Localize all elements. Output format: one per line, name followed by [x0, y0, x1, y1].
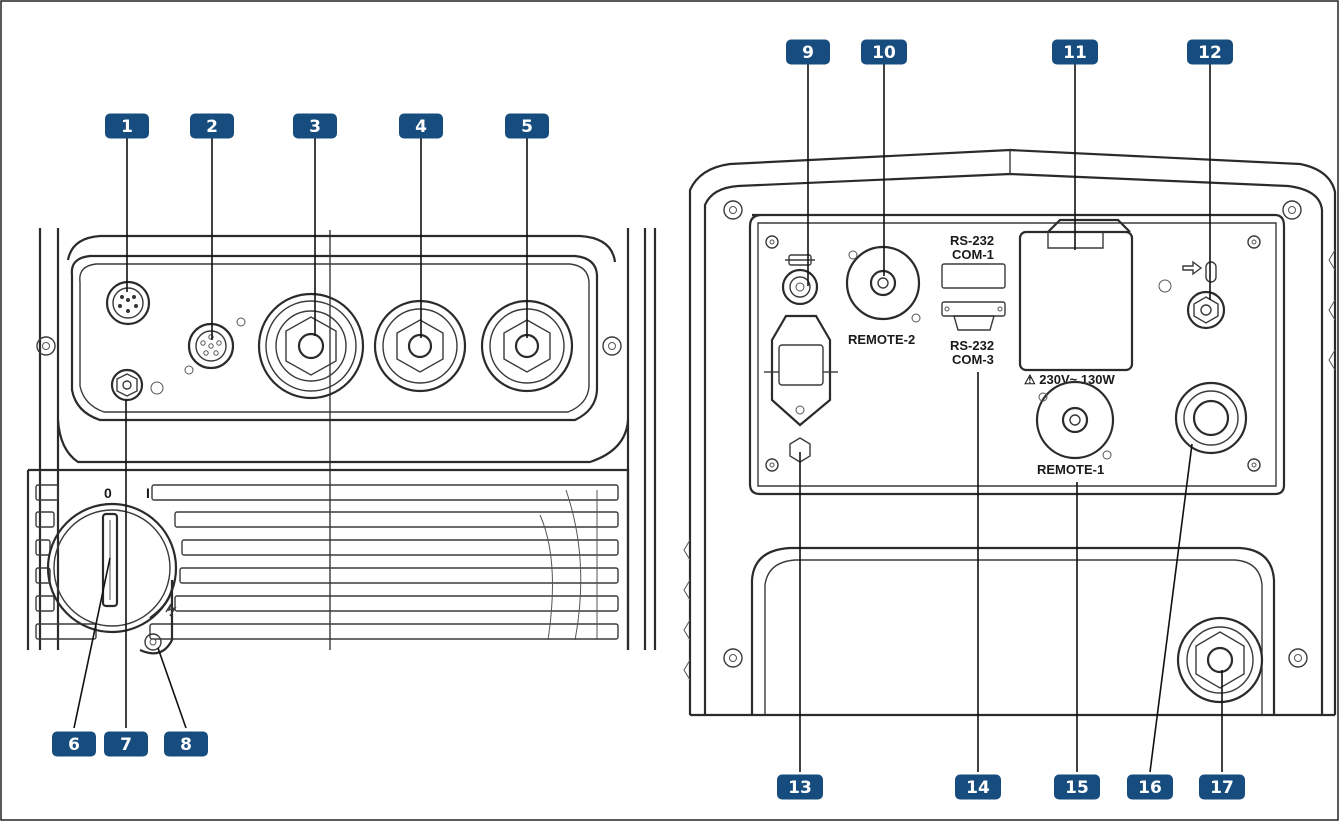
callout-13: 13 [777, 774, 823, 800]
remote-1-label: REMOTE-1 [1037, 462, 1104, 477]
gas-flow-arrow-icon [1182, 260, 1203, 276]
callout-14: 14 [955, 774, 1001, 800]
multipin-socket-connector [105, 280, 151, 326]
callout-2-bg [190, 113, 234, 139]
callout-10: 10 [861, 39, 907, 65]
callout-2-number: 2 [206, 117, 218, 137]
callout-4-number: 4 [415, 117, 427, 137]
callout-7-bg [104, 731, 148, 757]
callout-10-number: 10 [872, 43, 896, 63]
corner-screw-br [1288, 648, 1308, 668]
corner-screw-bl [723, 648, 743, 668]
callout-10-bg [861, 39, 907, 65]
callout-3-bg [293, 113, 337, 139]
gas-nipple-connector [110, 368, 164, 402]
rs232-com3-port: RS-232 COM-3 [941, 301, 1006, 367]
remote-2-connector: REMOTE-2 [845, 245, 921, 347]
remote-2-label: REMOTE-2 [848, 332, 915, 347]
callout-5-number: 5 [521, 117, 533, 137]
rs232-com1-port: RS-232 COM-1 [941, 233, 1006, 289]
callout-5-bg [505, 113, 549, 139]
callout-3: 3 [293, 113, 337, 139]
callout-16-number: 16 [1138, 778, 1162, 798]
callout-17-bg [1199, 774, 1245, 800]
callout-9-bg [786, 39, 830, 65]
front-panel-view: 0 I [26, 228, 657, 655]
main-power-switch: 0 I [46, 485, 178, 655]
callout-12: 12 [1187, 39, 1233, 65]
callout-4-bg [399, 113, 443, 139]
callout-11-number: 11 [1063, 43, 1087, 63]
callout-3-number: 3 [309, 117, 321, 137]
gas-inlet-connector [1158, 260, 1226, 330]
callout-14-bg [955, 774, 1001, 800]
switch-on-label: I [146, 485, 150, 501]
vent-grille [26, 468, 630, 650]
auxiliary-power-outlet: ⚠ 230V~ 130W [1018, 218, 1134, 387]
callout-12-bg [1187, 39, 1233, 65]
screw-right [602, 336, 622, 356]
callout-8-bg [164, 731, 208, 757]
callout-1: 1 [105, 113, 149, 139]
power-inlet-clamp [764, 314, 838, 463]
callout-9: 9 [786, 39, 830, 65]
callout-7-number: 7 [120, 735, 132, 755]
callout-2: 2 [190, 113, 234, 139]
rs232-com3-label-line2: COM-3 [952, 352, 994, 367]
remote-1-connector: REMOTE-1 [1035, 380, 1115, 477]
callout-15: 15 [1054, 774, 1100, 800]
callout-16-bg [1127, 774, 1173, 800]
callout-6-bg [52, 731, 96, 757]
leader-lines [73, 62, 1223, 773]
screw-left [36, 336, 56, 356]
callout-6-number: 6 [68, 735, 80, 755]
callout-12-number: 12 [1198, 43, 1222, 63]
callout-1-number: 1 [121, 117, 133, 137]
callout-13-number: 13 [788, 778, 812, 798]
switch-off-label: 0 [104, 485, 112, 501]
callout-17-number: 17 [1210, 778, 1234, 798]
dinse-socket-middle [373, 299, 467, 393]
callout-16: 16 [1127, 774, 1173, 800]
callout-15-number: 15 [1065, 778, 1089, 798]
callout-8-number: 8 [180, 735, 192, 755]
callout-15-bg [1054, 774, 1100, 800]
callout-11: 11 [1052, 39, 1098, 65]
fuse-holder-connector [781, 254, 819, 306]
callout-8: 8 [164, 731, 208, 757]
callout-5: 5 [505, 113, 549, 139]
rs232-com1-label-line2: COM-1 [952, 247, 994, 262]
callout-11-bg [1052, 39, 1098, 65]
callout-9-number: 9 [802, 43, 814, 63]
dinse-socket-large [257, 292, 365, 400]
rear-dinse-socket [1176, 616, 1264, 704]
callout-17: 17 [1199, 774, 1245, 800]
rs232-com1-label-line1: RS-232 [950, 233, 994, 248]
callout-4: 4 [399, 113, 443, 139]
callout-1-bg [105, 113, 149, 139]
rear-panel-view: REMOTE-2 RS-232 COM-1 RS-232 COM-3 ⚠ 230… [683, 148, 1337, 717]
rs232-com3-label-line1: RS-232 [950, 338, 994, 353]
power-rating-label: ⚠ 230V~ 130W [1024, 372, 1116, 387]
callout-7: 7 [104, 731, 148, 757]
callout-14-number: 14 [966, 778, 990, 798]
callout-6: 6 [52, 731, 96, 757]
control-socket-connector [184, 317, 246, 375]
corner-screw-tr [1282, 200, 1302, 220]
callout-13-bg [777, 774, 823, 800]
cable-gland [1174, 381, 1248, 455]
corner-screw-tl [723, 200, 743, 220]
